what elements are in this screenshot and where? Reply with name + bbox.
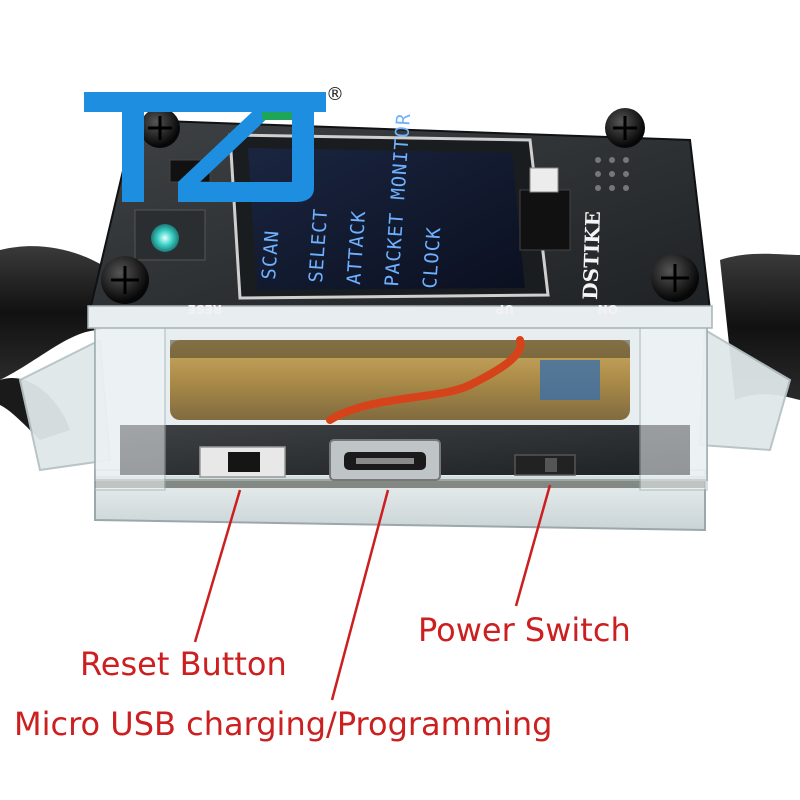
left-strap xyxy=(0,246,110,380)
red-wire xyxy=(326,336,525,424)
screw-icon xyxy=(605,108,645,148)
screen-menu-item: CLOCK xyxy=(419,226,445,290)
micro-usb-port xyxy=(329,439,441,481)
screen-menu-item: ATTACK xyxy=(343,209,370,285)
silkscreen-up: UP xyxy=(495,302,514,316)
top-acrylic-edge xyxy=(87,305,713,329)
status-led xyxy=(151,224,179,252)
screw-icon xyxy=(101,256,149,304)
silkscreen-reset: RESE xyxy=(188,302,222,316)
reset-button-label: Reset Button xyxy=(80,645,287,683)
power-switch-part xyxy=(514,454,576,476)
screw-icon xyxy=(651,254,699,302)
callout-lines xyxy=(193,484,552,701)
silkscreen-on: ON xyxy=(598,302,618,316)
reset-button-part xyxy=(199,446,286,478)
registered-mark: ® xyxy=(326,84,344,105)
power-switch-label: Power Switch xyxy=(418,611,631,649)
oled-screen xyxy=(248,148,525,290)
screw-icon xyxy=(140,108,180,148)
micro-usb-label: Micro USB charging/Programming xyxy=(14,705,553,743)
brand-silkscreen: DSTIKE xyxy=(578,211,605,300)
screen-menu-item: SCAN xyxy=(258,229,283,280)
screen-menu-item: SELECT xyxy=(305,207,332,283)
tzt-logo-icon xyxy=(84,92,326,202)
